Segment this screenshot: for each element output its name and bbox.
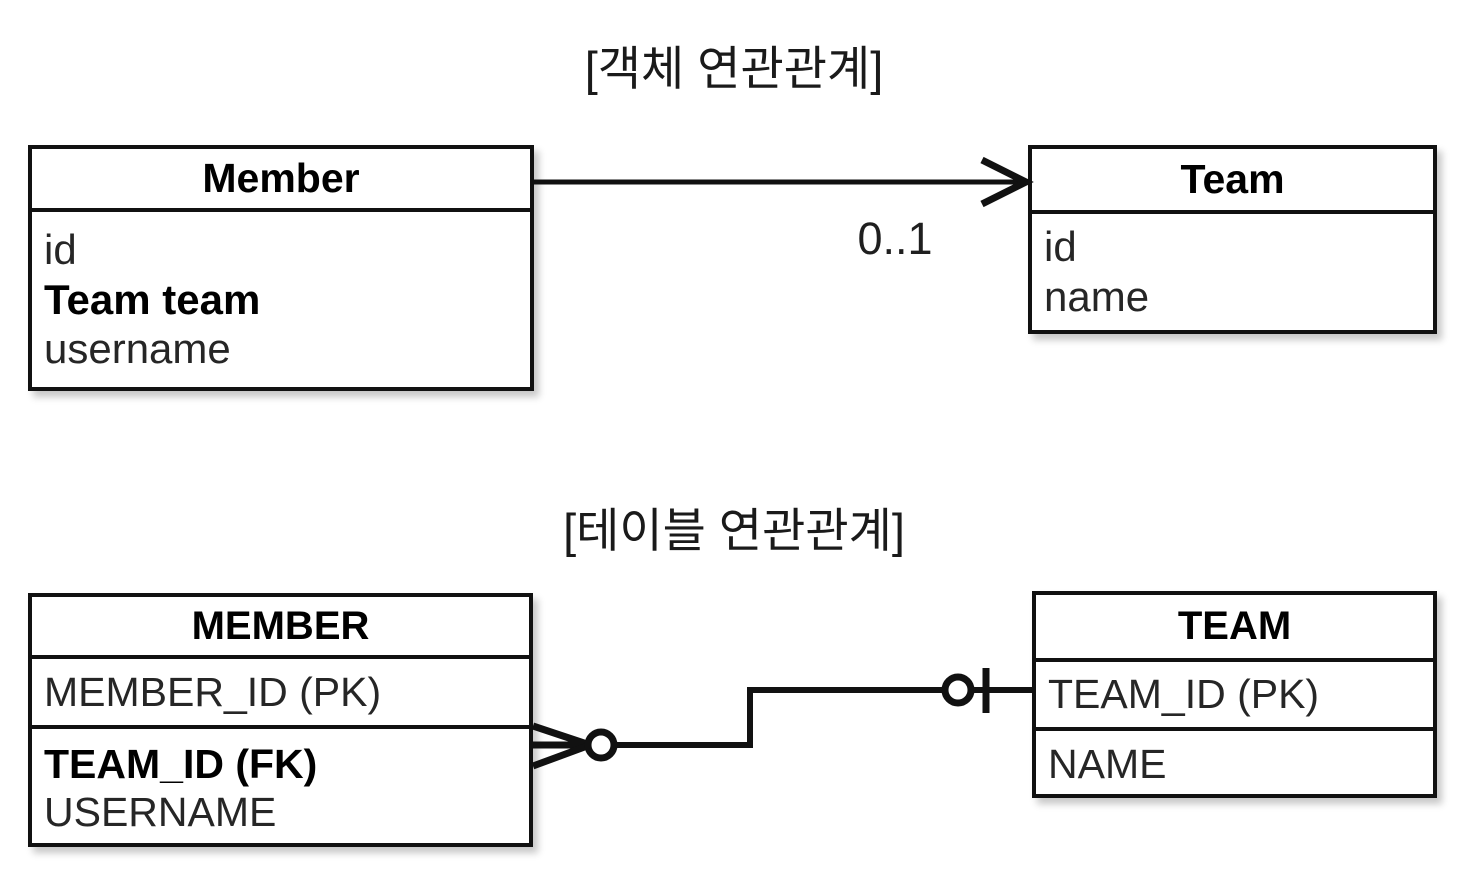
object-section-title: [객체 연관관계] <box>584 42 884 95</box>
table-box-member: MEMBER MEMBER_ID (PK) TEAM_ID (FK) USERN… <box>28 593 533 847</box>
column-team-id-fk: TEAM_ID (FK) <box>44 740 318 787</box>
table-box-member-columns: TEAM_ID (FK) USERNAME <box>32 725 529 847</box>
multiplicity-label: 0..1 <box>857 213 933 264</box>
class-box-team-attributes: id name <box>1032 210 1433 330</box>
table-box-team: TEAM TEAM_ID (PK) NAME <box>1032 591 1437 798</box>
class-box-member-attributes: id Team team username <box>32 208 530 387</box>
table-section-title: [테이블 연관관계] <box>563 504 905 557</box>
class-box-team-name: Team <box>1180 156 1285 202</box>
table-box-team-name: TEAM <box>1177 604 1292 648</box>
column-member-id-pk: MEMBER_ID (PK) <box>44 668 382 715</box>
table-box-member-name: MEMBER <box>191 603 370 648</box>
table-box-team-columns: NAME <box>1036 727 1433 798</box>
class-box-team: Team id name <box>1028 145 1437 334</box>
column-name: NAME <box>1048 741 1167 788</box>
attribute-id: id <box>1044 223 1077 271</box>
relationship-line <box>612 687 946 748</box>
attribute-id: id <box>44 226 77 274</box>
crows-foot-many-icon <box>531 722 592 770</box>
cardinality-zero-circle-icon <box>941 673 975 707</box>
attribute-name: name <box>1044 273 1150 320</box>
table-box-team-pk-compartment: TEAM_ID (PK) <box>1036 658 1433 727</box>
attribute-username: username <box>44 325 231 373</box>
column-username: USERNAME <box>44 789 277 835</box>
attribute-team-team: Team team <box>44 275 261 323</box>
open-arrow-right-icon <box>980 156 1034 208</box>
cardinality-zero-circle-icon <box>584 728 618 762</box>
column-team-id-pk: TEAM_ID (PK) <box>1048 671 1320 718</box>
table-box-member-pk-compartment: MEMBER_ID (PK) <box>32 655 529 725</box>
class-box-member: Member id Team team username <box>28 145 534 391</box>
class-box-member-name: Member <box>202 155 360 201</box>
